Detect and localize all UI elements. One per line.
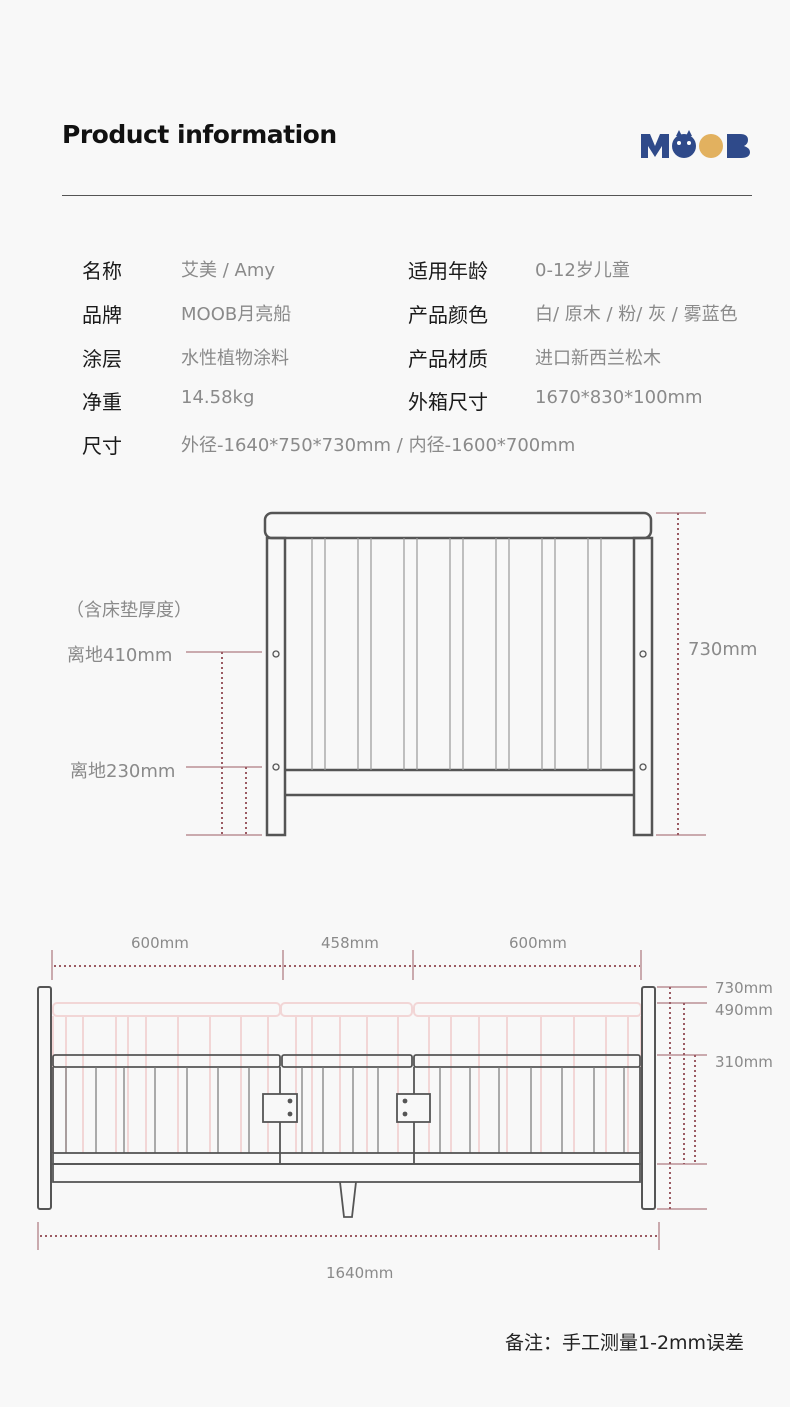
moob-logo bbox=[641, 130, 750, 158]
page-title: Product information bbox=[62, 120, 337, 149]
front-view-dimensions bbox=[186, 512, 706, 836]
label-total-height-730: 730mm bbox=[688, 639, 758, 660]
label-height-310: 310mm bbox=[715, 1053, 773, 1071]
label-width-middle-458: 458mm bbox=[321, 934, 379, 952]
spec-label-coating: 涂层 bbox=[82, 347, 122, 371]
label-height-490: 490mm bbox=[715, 1001, 773, 1019]
front-view-drawing bbox=[263, 511, 654, 837]
header-divider bbox=[62, 195, 752, 196]
spec-label-name: 名称 bbox=[82, 259, 122, 283]
label-total-length-1640: 1640mm bbox=[326, 1264, 394, 1282]
spec-label-weight: 净重 bbox=[82, 390, 122, 414]
side-view-dimensions bbox=[37, 950, 707, 1250]
mattress-note: （含床垫厚度） bbox=[66, 600, 192, 621]
side-view-ghost-upper bbox=[52, 1002, 642, 1153]
label-height-230: 离地230mm bbox=[70, 761, 176, 782]
spec-value-name: 艾美 / Amy bbox=[181, 260, 276, 281]
side-view-drawing bbox=[37, 986, 656, 1218]
label-height-410: 离地410mm bbox=[67, 645, 173, 666]
spec-label-color: 产品颜色 bbox=[408, 303, 488, 327]
spec-value-weight: 14.58kg bbox=[181, 387, 255, 408]
spec-label-age: 适用年龄 bbox=[408, 259, 488, 283]
spec-value-color: 白/ 原木 / 粉/ 灰 / 雾蓝色 bbox=[535, 304, 738, 325]
spec-value-coating: 水性植物涂料 bbox=[181, 348, 289, 369]
logo-letters bbox=[641, 130, 750, 158]
measurement-note: 备注：手工测量1-2mm误差 bbox=[505, 1332, 745, 1354]
spec-label-size: 尺寸 bbox=[82, 434, 122, 458]
spec-label-box-size: 外箱尺寸 bbox=[408, 390, 488, 414]
label-height-730: 730mm bbox=[715, 979, 773, 997]
spec-label-brand: 品牌 bbox=[82, 303, 122, 327]
spec-value-size: 外径-1640*750*730mm / 内径-1600*700mm bbox=[181, 435, 576, 456]
spec-value-box-size: 1670*830*100mm bbox=[535, 387, 703, 408]
spec-value-material: 进口新西兰松木 bbox=[535, 348, 661, 369]
spec-value-brand: MOOB月亮船 bbox=[181, 304, 292, 325]
spec-label-material: 产品材质 bbox=[408, 347, 488, 371]
label-width-left-600: 600mm bbox=[131, 934, 189, 952]
label-width-right-600: 600mm bbox=[509, 934, 567, 952]
spec-value-age: 0-12岁儿童 bbox=[535, 260, 630, 281]
